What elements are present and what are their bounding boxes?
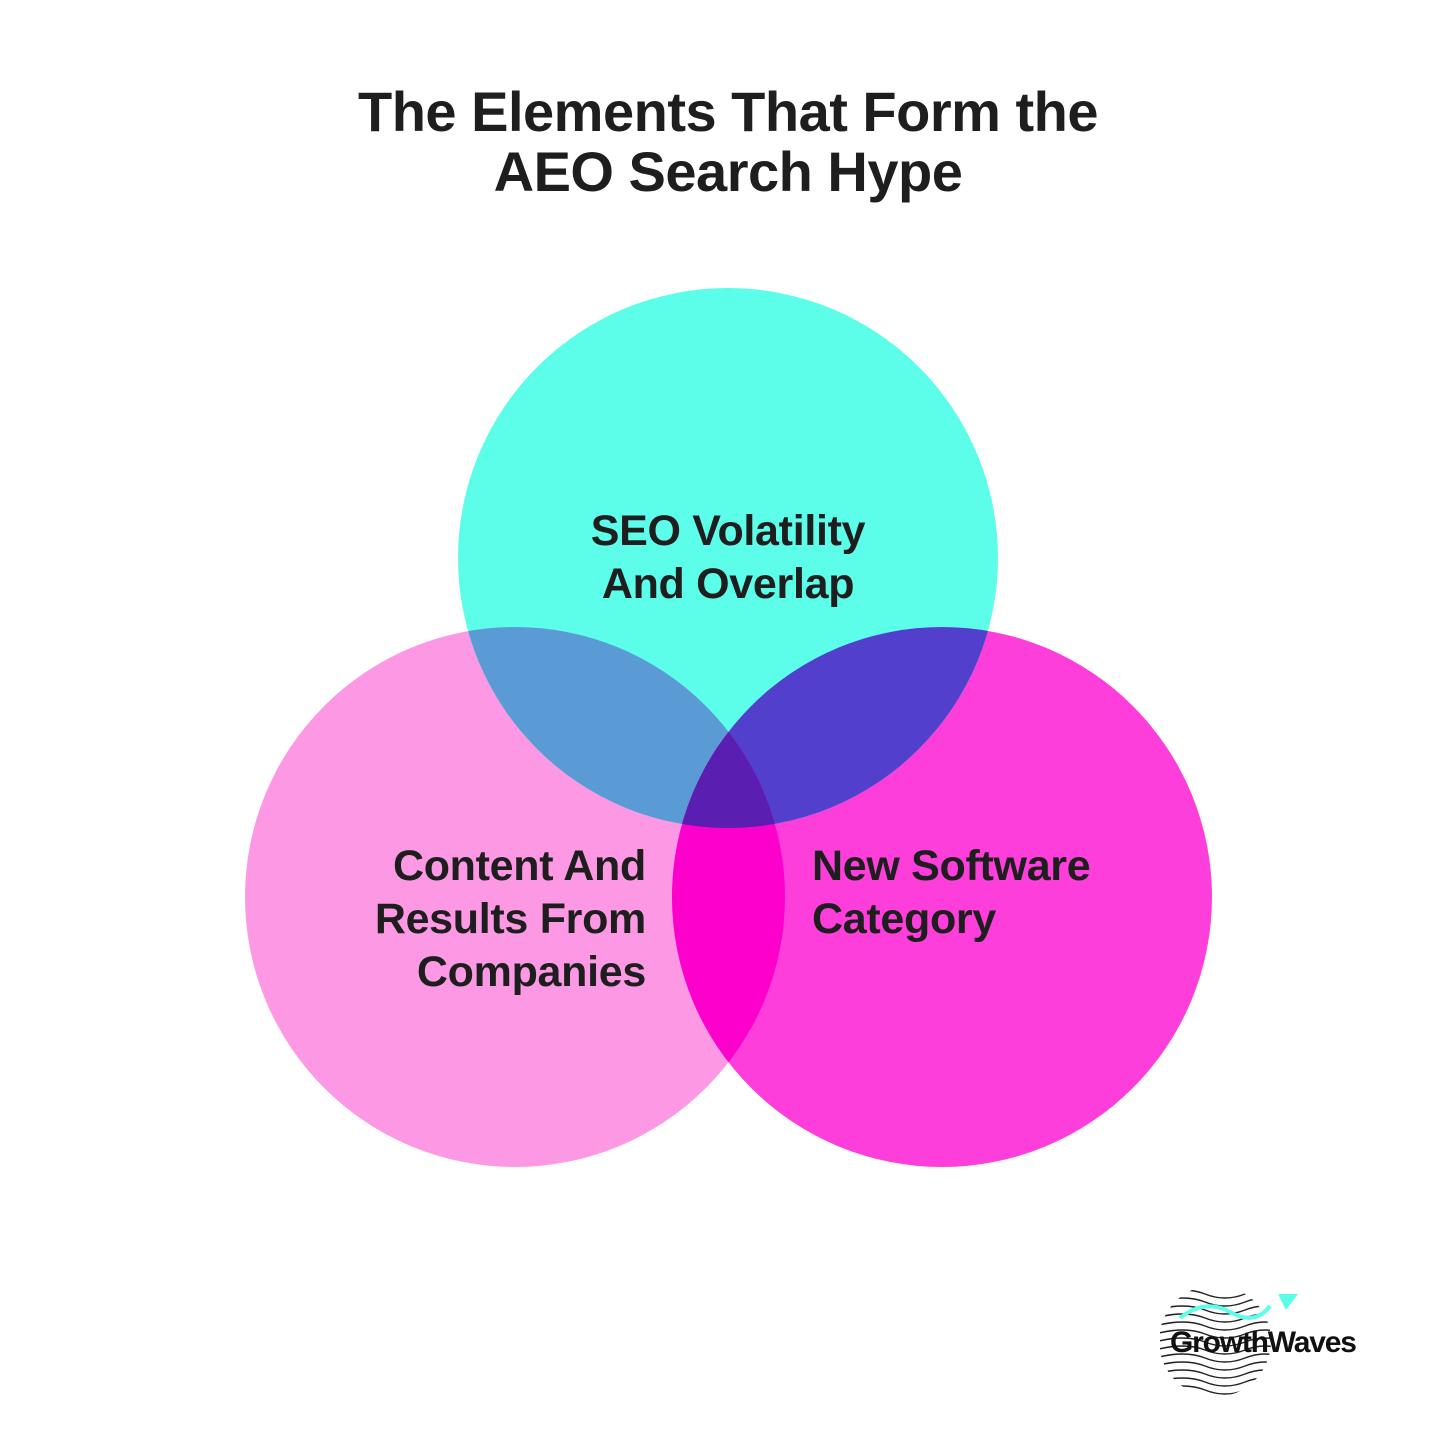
title-line-1: The Elements That Form the	[358, 80, 1099, 143]
circle-right-label-line-2: Category	[812, 895, 996, 943]
circle-top-label-line-2: And Overlap	[601, 560, 855, 608]
growthwaves-logo: GrowthWaves	[1159, 1276, 1390, 1406]
circle-left-label: Content And Results From Companies	[246, 840, 646, 999]
overlap-top-left	[458, 627, 785, 828]
circle-right-label: New Software Category	[812, 840, 1212, 946]
logo-text: GrowthWaves	[1170, 1326, 1357, 1359]
title-line-2: AEO Search Hype	[493, 140, 963, 203]
wave-globe-icon	[1159, 1289, 1298, 1395]
page-title: The Elements That Form the AEO Search Hy…	[0, 82, 1456, 202]
circle-top-label: SEO Volatility And Overlap	[478, 505, 978, 611]
circle-left-label-line-3: Companies	[416, 948, 646, 996]
overlap-top-right	[672, 627, 998, 828]
circle-left-label-line-1: Content And	[392, 842, 646, 890]
circle-top-label-line-1: SEO Volatility	[590, 507, 866, 555]
circle-left-label-line-2: Results From	[374, 895, 646, 943]
circle-right-label-line-1: New Software	[812, 842, 1091, 890]
